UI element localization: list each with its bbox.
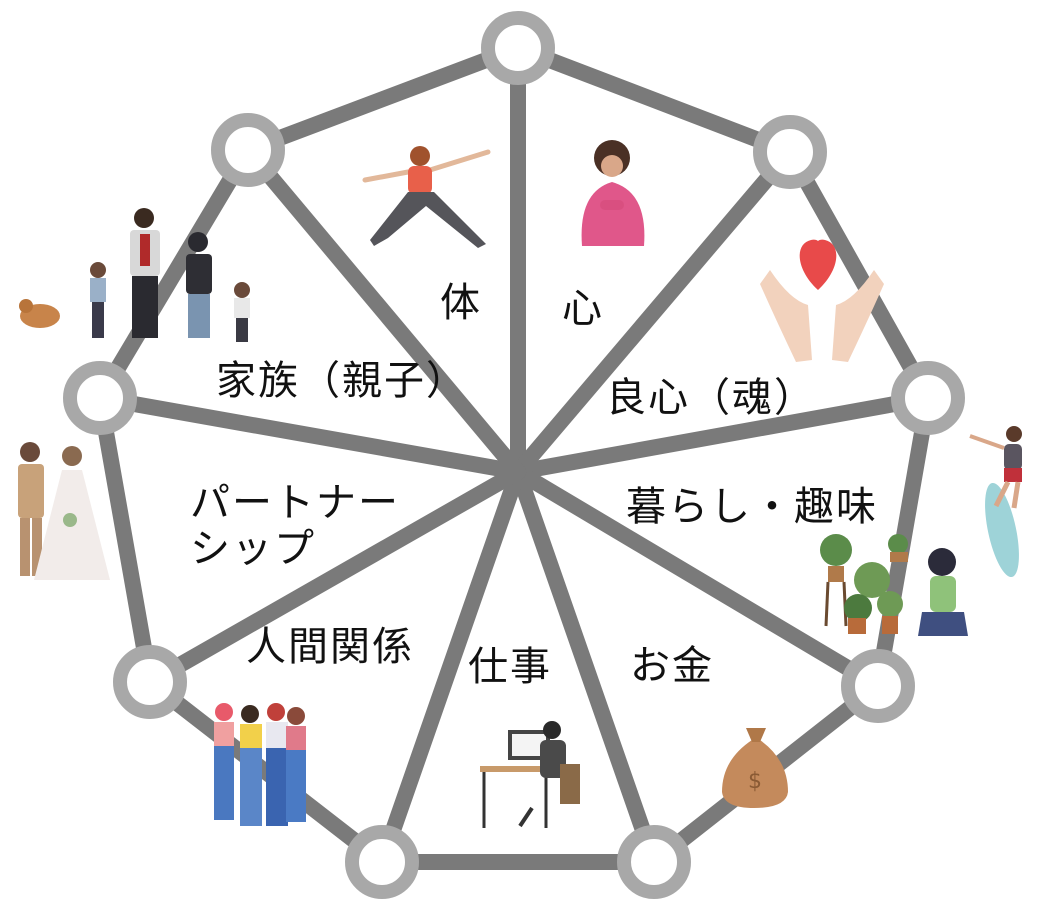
friends-group-icon xyxy=(214,703,306,826)
spoke-line xyxy=(142,464,526,690)
spoke-line xyxy=(92,390,526,480)
wheel-node xyxy=(345,825,419,899)
label-relations: 人間関係 xyxy=(246,624,414,670)
wedding-couple-icon xyxy=(18,442,110,580)
spoke-line xyxy=(510,464,662,870)
label-body: 体 xyxy=(440,280,482,326)
label-family: 家族（親子） xyxy=(216,358,468,404)
label-living: 暮らし・趣味 xyxy=(626,484,878,530)
wheel-node xyxy=(113,645,187,719)
wheel-node xyxy=(617,825,691,899)
spoke-line xyxy=(510,464,886,694)
label-partnership: パートナー シップ xyxy=(190,480,400,572)
yoga-woman-icon xyxy=(362,146,491,248)
wheel-node xyxy=(63,361,137,435)
spoke-line xyxy=(374,464,526,870)
spoke-line xyxy=(240,142,526,480)
wheel-nodes xyxy=(63,11,965,899)
spoke-line xyxy=(510,144,798,480)
wheel-node xyxy=(841,649,915,723)
wheel-node xyxy=(891,361,965,435)
heart-hands-icon xyxy=(760,239,884,362)
rim-polygon xyxy=(92,40,936,870)
label-work: 仕事 xyxy=(468,644,552,690)
surfer-icon xyxy=(969,426,1022,578)
wheel-node xyxy=(753,115,827,189)
wheel-node xyxy=(211,113,285,187)
label-mind: 心 xyxy=(562,286,604,332)
label-conscience: 良心（魂） xyxy=(606,375,816,421)
desk-worker-icon xyxy=(480,721,580,828)
wheel-rim xyxy=(92,40,936,870)
label-money: お金 xyxy=(630,643,714,689)
wheel-spokes xyxy=(92,40,936,870)
pink-sweater-woman-icon xyxy=(581,140,645,246)
plants-woman-icon xyxy=(820,534,968,636)
wheel-node xyxy=(481,11,555,85)
family-walking-icon xyxy=(19,208,250,342)
spoke-line xyxy=(510,390,936,480)
money-bag-icon: $ xyxy=(722,728,788,808)
svg-text:$: $ xyxy=(748,769,762,794)
